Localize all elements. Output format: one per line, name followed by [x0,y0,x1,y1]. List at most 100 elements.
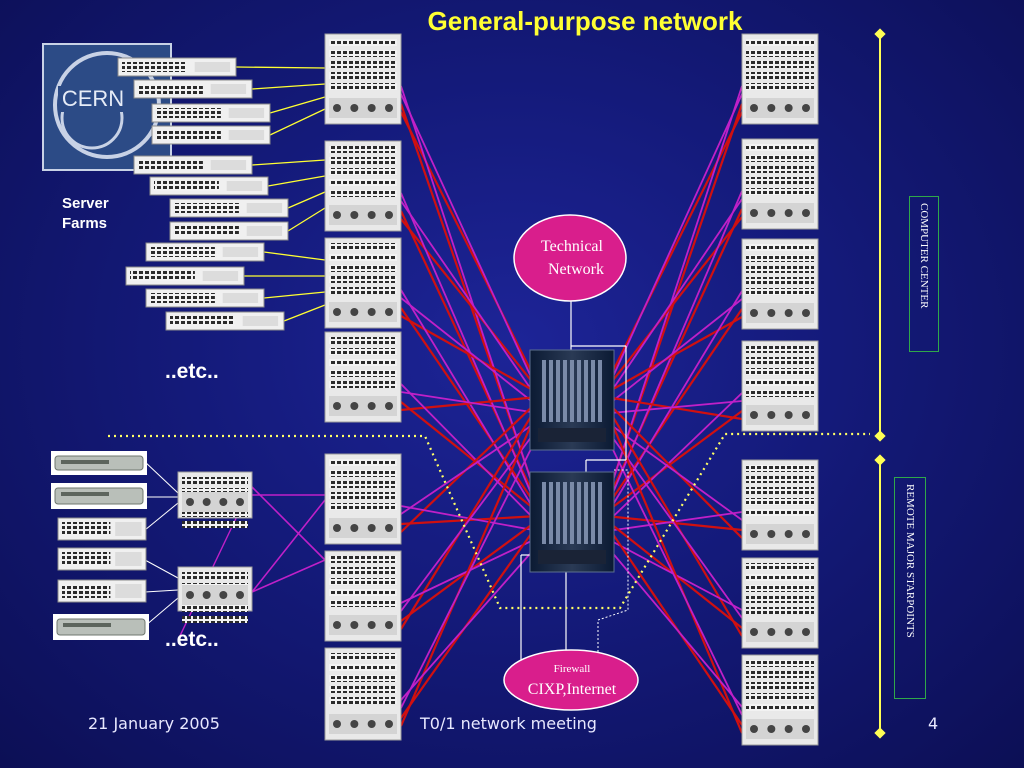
remote-modem [53,614,149,640]
server-farm-switch [151,125,271,145]
footer-center: T0/1 network meeting [420,714,597,733]
dotted-boundary [108,432,870,610]
farm-uplink [235,66,326,69]
router-chassis-right [741,33,819,125]
edge-chassis [177,471,253,528]
firewall-label: Firewall [554,663,591,675]
technical-network-node: Technical Network [513,214,627,302]
red-link [400,315,539,394]
core-router-bottom [529,471,615,573]
computer-center-bracket [874,28,886,442]
red-link [400,523,539,719]
router-chassis-left [324,550,402,642]
farm-uplink [251,159,326,166]
magenta-link [400,534,545,604]
server-farm-switch [133,155,253,175]
modem-link [144,589,179,593]
red-link [605,111,743,386]
router-chassis-left [324,453,402,545]
uplink [251,559,326,593]
router-chassis-left [324,647,402,741]
remote-modem [51,483,147,509]
magenta-link [400,289,545,527]
uplink [251,499,326,593]
links-layer [143,66,744,734]
logo-text: CERN [62,86,124,111]
remote-switch [57,517,147,541]
router-chassis-right [741,654,819,746]
server-farm-switch [151,103,271,123]
router-chassis-left [324,140,402,232]
server-farm-switch [145,242,265,262]
router-chassis-right [741,138,819,230]
firewall-link [597,469,629,652]
magenta-link [400,200,545,409]
farm-uplink [283,304,326,322]
magenta-link [599,298,743,412]
red-link [400,401,539,513]
technical-label-1: Technical [541,238,604,255]
magenta-link [599,511,743,533]
magenta-link [400,422,545,709]
magenta-link [599,534,743,611]
core-router-top [529,349,615,451]
red-link [605,523,743,726]
remote-starpoints-box: REMOTE MAJOR STARPOINTS [894,477,926,699]
farm-uplink [287,191,326,209]
magenta-link [599,537,743,708]
footer-date: 21 January 2005 [88,714,220,733]
modem-link [144,559,179,579]
remote-switch [57,579,147,603]
server-farms-line-1: Server [62,195,109,212]
remote-starpoints-bracket [874,454,886,739]
server-farm-switch [133,79,253,99]
server-farm-switch [117,57,237,77]
page-number: 4 [928,714,939,733]
uplink [251,486,326,561]
server-farms-label: Server Farms [62,194,109,234]
server-farm-switch [149,176,269,196]
router-chassis-right [741,459,819,551]
router-chassis-left [324,237,402,329]
router-chassis-left [324,331,402,423]
server-farm-switch [145,288,265,308]
slide-title: General-purpose network [427,6,743,36]
remote-switch [57,547,147,571]
magenta-link [599,392,743,530]
magenta-link [400,93,545,406]
server-farm-switch [125,266,245,286]
edge-chassis [177,566,253,623]
modem-link [144,502,179,531]
magenta-link [400,383,545,530]
magenta-link [599,93,743,406]
magenta-link [599,198,743,409]
farm-uplink [269,96,326,114]
devices-layer [51,33,819,746]
farm-uplink [263,251,326,261]
magenta-link [599,422,743,716]
server-farm-switch [169,221,289,241]
magenta-link [400,297,545,412]
magenta-link [599,400,743,415]
router-chassis-right [741,340,819,432]
server-farm-switch [165,311,285,331]
cixp-label: CIXP,Internet [528,681,617,698]
farm-uplink [269,108,326,136]
farm-uplink [251,83,326,90]
server-farms-line-2: Farms [62,215,108,232]
router-chassis-right [741,557,819,649]
magenta-link [400,419,545,612]
magenta-link [599,419,743,619]
magenta-link [400,505,545,533]
technical-label-2: Network [548,261,604,278]
remote-modem [51,451,147,475]
etc-label-top: ..etc.. [165,360,219,383]
modem-link [144,597,179,627]
magenta-link [400,537,545,701]
computer-center-box: COMPUTER CENTER [909,196,939,352]
magenta-link [400,192,545,524]
red-link [400,307,539,509]
modem-link [143,460,179,494]
